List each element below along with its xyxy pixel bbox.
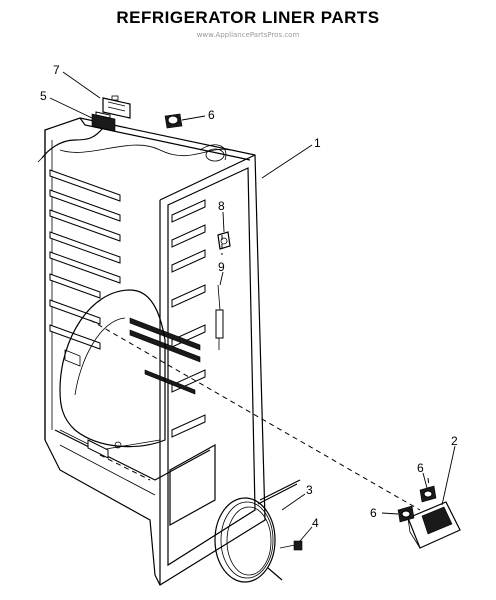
callout-9: 9 xyxy=(218,260,225,274)
callout-3: 3 xyxy=(306,483,313,497)
sensor-part-9 xyxy=(215,284,224,350)
leader-7 xyxy=(62,71,101,99)
connector-part-5 xyxy=(91,111,116,132)
callout-4: 4 xyxy=(312,516,319,530)
screw-part-4 xyxy=(279,540,303,551)
leader-6b xyxy=(422,472,428,489)
light-housing-part-2 xyxy=(407,501,461,549)
callout-6-top: 6 xyxy=(208,108,215,122)
bracket-part-7 xyxy=(102,95,131,119)
callout-1: 1 xyxy=(314,136,321,150)
bulb-socket-part-6-lower xyxy=(397,505,415,523)
leader-2 xyxy=(441,445,456,506)
alignment-line-floor xyxy=(99,454,151,481)
leader-6-top xyxy=(181,115,206,121)
leader-5 xyxy=(49,97,93,119)
callout-7: 7 xyxy=(53,63,60,77)
leader-3 xyxy=(281,493,306,511)
alignment-line-crisper xyxy=(89,319,421,511)
callout-5: 5 xyxy=(40,89,47,103)
watermark: www.AppliancePartsPros.com xyxy=(196,31,300,39)
callout-6-lower: 6 xyxy=(370,506,377,520)
callout-2: 2 xyxy=(451,434,458,448)
bulb-socket-part-6-upper xyxy=(419,485,437,503)
callout-8: 8 xyxy=(218,199,225,213)
clip-part-8 xyxy=(217,231,231,250)
light-socket-part-6-top xyxy=(164,113,183,129)
harness-end xyxy=(37,157,43,163)
callout-6-right: 6 xyxy=(417,461,424,475)
leader-9 xyxy=(219,271,224,286)
page-title: REFRIGERATOR LINER PARTS xyxy=(116,8,380,27)
leader-8 xyxy=(222,211,225,233)
leader-6c xyxy=(381,512,399,515)
liner-part-1 xyxy=(44,117,266,586)
leader-4 xyxy=(299,526,313,542)
wire-coil-part-3 xyxy=(214,479,301,583)
leader-1 xyxy=(261,144,313,179)
alignment-line-6b xyxy=(427,477,431,496)
harness-cable xyxy=(41,124,106,159)
